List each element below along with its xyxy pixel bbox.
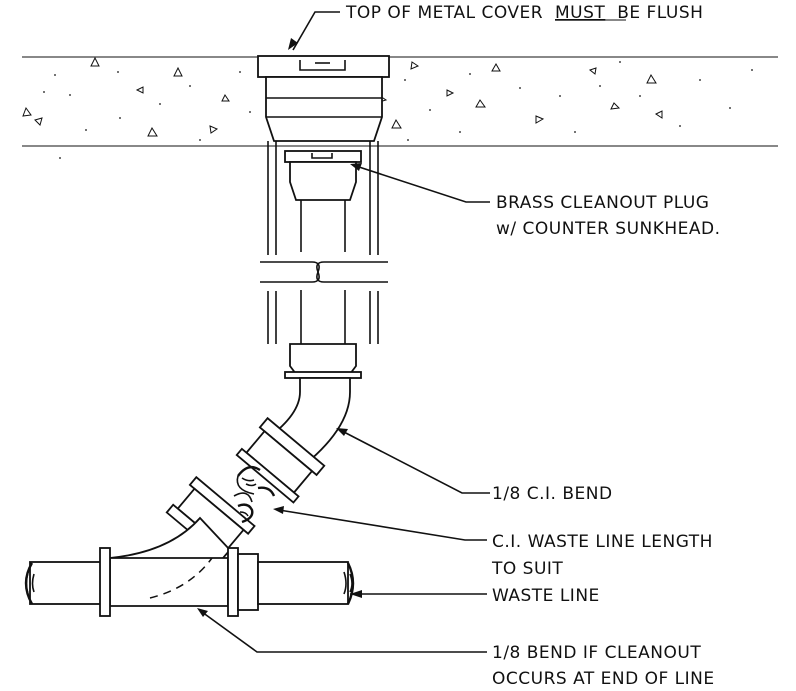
label-end-bend-line1: 1/8 BEND IF CLEANOUT	[492, 643, 701, 663]
label-plug-line1: BRASS CLEANOUT PLUG	[496, 193, 709, 213]
concrete-slab	[22, 56, 778, 159]
cleanout-riser	[260, 141, 388, 344]
riser-hub	[284, 343, 362, 379]
leaders	[197, 11, 490, 653]
label-end-bend-line2: OCCURS AT END OF LINE	[492, 669, 715, 689]
labels: TOP OF METAL COVER MUST BE FLUSH BRASS C…	[345, 3, 721, 689]
label-plug-line2: w/ COUNTER SUNKHEAD.	[496, 219, 721, 239]
eighth-bend	[235, 377, 351, 504]
label-waste-line: WASTE LINE	[492, 586, 600, 606]
label-bend: 1/8 C.I. BEND	[492, 484, 613, 504]
label-waste-length-line2: TO SUIT	[491, 559, 563, 579]
label-top-cover-end: BE FLUSH	[617, 3, 703, 23]
bend-spigot-end	[236, 465, 276, 497]
label-top-cover-must: MUST	[555, 3, 605, 23]
label-top-cover-start: TOP OF METAL COVER	[345, 3, 543, 23]
label-waste-length-line1: C.I. WASTE LINE LENGTH	[492, 532, 713, 552]
label-top-cover: TOP OF METAL COVER MUST BE FLUSH	[345, 3, 703, 23]
waste-line-pipe	[24, 547, 355, 617]
wye-fitting	[109, 475, 256, 607]
cleanout-cover	[257, 55, 390, 142]
